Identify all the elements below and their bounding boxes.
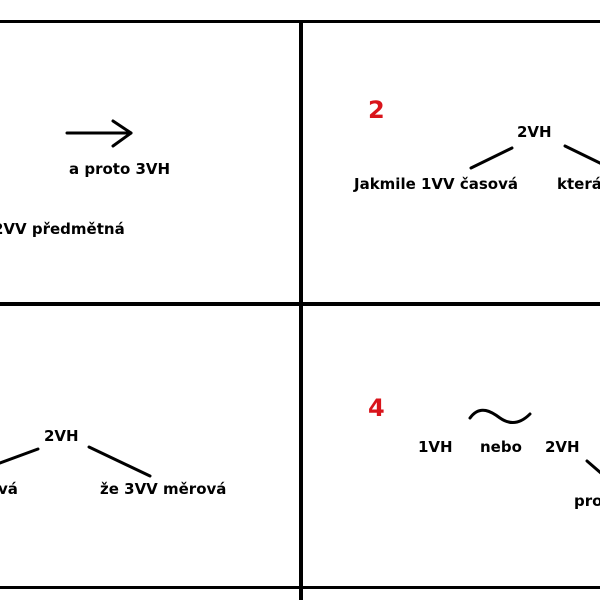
panel4-left-clause: 1VH [418, 438, 453, 456]
panel3-right-branch [87, 445, 152, 478]
panel2-root-clause: 2VH [517, 123, 552, 141]
panel4-right-clause: 2VH [545, 438, 580, 456]
tilde-connector-icon [468, 408, 532, 424]
panel4-number: 4 [368, 394, 385, 422]
panel2-right-branch [563, 144, 600, 165]
panel3-right-clause: že 3VV měrová [100, 480, 227, 498]
panel3-left-clause: vá [0, 480, 18, 498]
panel2-number: 2 [368, 96, 385, 124]
panel1-main-clause: a proto 3VH [69, 160, 171, 178]
panel2-left-branch [469, 146, 514, 170]
panel2-left-clause: Jakmile 1VV časová [354, 175, 519, 193]
panel2-right-clause: která [557, 175, 600, 193]
panel4-sub-clause: pro [574, 492, 600, 510]
panel4-sub-branch [585, 459, 600, 475]
panel3-root-clause: 2VH [44, 427, 79, 445]
panel4-conjunction: nebo [480, 438, 522, 456]
panel3-left-branch [0, 447, 40, 465]
panel1-sub-clause: 2VV předmětná [0, 220, 125, 238]
right-arrow-icon [65, 119, 133, 148]
grid-line-vertical [299, 20, 303, 600]
